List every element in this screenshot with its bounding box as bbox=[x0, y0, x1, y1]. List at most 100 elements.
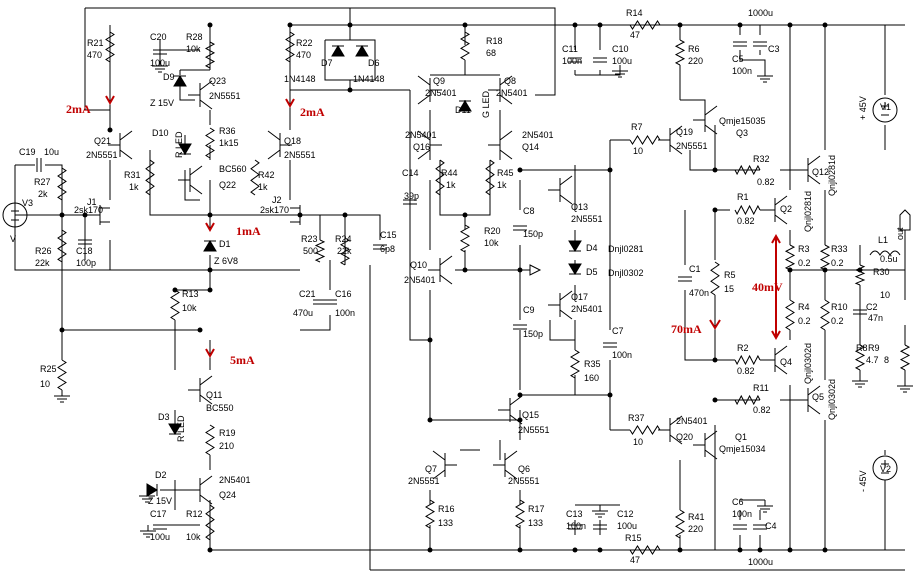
arrow-2mA-left bbox=[105, 95, 115, 106]
label-Q1: Q1 bbox=[735, 432, 747, 442]
arrow-2mA-right bbox=[285, 98, 295, 109]
value-D6: 1N4148 bbox=[353, 74, 385, 84]
arrow-40mV bbox=[771, 233, 781, 341]
diode-bridge-wire bbox=[324, 39, 376, 81]
label-V1: V1 bbox=[880, 102, 891, 112]
transistor-Q13 bbox=[548, 175, 573, 205]
label-Q10: Q10 bbox=[410, 260, 427, 270]
transistor-Q20 bbox=[658, 415, 683, 445]
resistor-R30 bbox=[854, 264, 866, 286]
value-Q9: 2N5401 bbox=[425, 88, 457, 98]
value-C9: 150p bbox=[523, 329, 543, 339]
label-C9: C9 bbox=[523, 305, 535, 315]
junction-dot bbox=[107, 127, 113, 133]
value-C13: 100n bbox=[566, 521, 586, 531]
c11-c10-ground-wire bbox=[575, 65, 621, 76]
resistor-R21 bbox=[105, 31, 115, 63]
resistor-R36 bbox=[205, 127, 215, 159]
value-Q23: 2N5551 bbox=[209, 91, 241, 101]
label-R30: R30 bbox=[873, 267, 890, 277]
label-C14: C14 bbox=[402, 168, 419, 178]
label-Q19: Q19 bbox=[676, 127, 693, 137]
resistor-R35 bbox=[570, 349, 580, 379]
value-R42: 1k bbox=[258, 182, 268, 192]
junction-dot bbox=[462, 212, 468, 218]
junction-dot bbox=[712, 357, 718, 363]
label-D1: D1 bbox=[219, 239, 231, 249]
transistor-Q10 bbox=[428, 255, 453, 285]
value-D2: Z 15V bbox=[148, 496, 172, 506]
junction-dot bbox=[607, 167, 613, 173]
value-C20: 100u bbox=[150, 58, 170, 68]
junction-dot bbox=[172, 287, 178, 293]
value-D7: 1N4148 bbox=[284, 74, 316, 84]
value-R14: 47 bbox=[630, 30, 640, 40]
label-R24: R24 bbox=[335, 234, 352, 244]
value-D3: R LED bbox=[176, 415, 186, 442]
junction-dot bbox=[822, 547, 828, 553]
capacitor-C7 bbox=[603, 342, 617, 348]
transistor-Q5 bbox=[796, 385, 821, 415]
source-V2-sign bbox=[881, 460, 889, 474]
label-R11: R11 bbox=[753, 383, 769, 393]
capacitor-C15 bbox=[373, 244, 387, 250]
resistor-R28 bbox=[204, 41, 216, 69]
led-D11 bbox=[458, 100, 472, 112]
ground-C6 bbox=[757, 500, 773, 513]
ground-C20 bbox=[152, 60, 168, 73]
value-R6: 220 bbox=[688, 56, 703, 66]
value-R31: 1k bbox=[129, 182, 139, 192]
label-R5: R5 bbox=[724, 270, 736, 280]
junction-dot bbox=[342, 212, 348, 218]
capacitor-C19 bbox=[36, 158, 42, 172]
value-J1: 2sk170 bbox=[74, 205, 103, 215]
transistor-Q19 bbox=[658, 125, 683, 155]
wires bbox=[14, 7, 906, 571]
label-R33: R33 bbox=[831, 244, 848, 254]
junction-dot bbox=[857, 267, 863, 273]
value-V1: + 45V bbox=[858, 96, 868, 120]
value-R19: 210 bbox=[219, 441, 234, 451]
value-C5: 100n bbox=[732, 66, 752, 76]
label-J2: J2 bbox=[272, 195, 282, 205]
label-R27: R27 bbox=[34, 177, 51, 187]
value-R24: 22k bbox=[337, 246, 352, 256]
transistor-Q23 bbox=[188, 80, 213, 110]
junction-dot bbox=[59, 327, 65, 333]
label-R23: R23 bbox=[301, 234, 318, 244]
resistor-R12 bbox=[205, 504, 215, 541]
label-D6: D6 bbox=[368, 58, 380, 68]
value-Q19: 2N5551 bbox=[676, 141, 708, 151]
arrow-70mA bbox=[709, 319, 721, 330]
value-R17: 133 bbox=[528, 518, 543, 528]
dnjl0302-text: Dnjl0302 bbox=[608, 268, 644, 278]
value-R11: 0.82 bbox=[753, 405, 771, 415]
junction-dot bbox=[517, 267, 523, 273]
resistor-R27 bbox=[57, 167, 67, 201]
zener-D1 bbox=[203, 240, 217, 252]
junction-dot bbox=[737, 547, 743, 553]
value-R36: 1k15 bbox=[219, 138, 239, 148]
value-R27: 2k bbox=[38, 189, 48, 199]
resistor-R32 bbox=[734, 164, 761, 176]
label-R1: R1 bbox=[737, 192, 749, 202]
diode-D6 bbox=[355, 45, 369, 57]
label-R45: R45 bbox=[497, 168, 514, 178]
value-R2: 0.82 bbox=[737, 366, 755, 376]
junction-dot bbox=[677, 547, 683, 553]
top-feedback-wire bbox=[85, 7, 556, 96]
value-R8: 4.7 bbox=[866, 355, 879, 365]
value-R21: 470 bbox=[87, 50, 102, 60]
value-R25: 10 bbox=[40, 379, 50, 389]
value-Q12: Qnjl0281d bbox=[827, 155, 837, 196]
transistor-Q18 bbox=[267, 130, 292, 160]
label-Q9: Q9 bbox=[433, 76, 445, 86]
label-Q15: Q15 bbox=[522, 410, 539, 420]
annotation-40mV: 40mV bbox=[752, 280, 783, 294]
value-R26: 22k bbox=[35, 258, 50, 268]
label-Q22: Q22 bbox=[219, 180, 236, 190]
transistor-Q7 bbox=[432, 450, 457, 480]
inductor-L1 bbox=[869, 250, 901, 256]
label-C15: C15 bbox=[380, 230, 397, 240]
label-R44: R44 bbox=[441, 168, 458, 178]
